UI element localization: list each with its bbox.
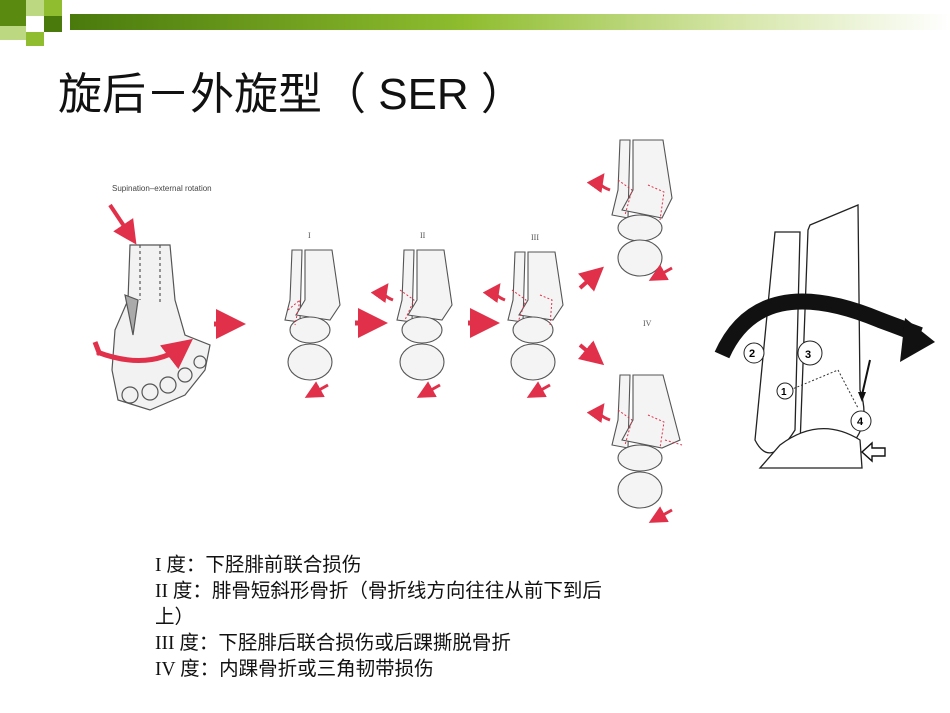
- top-decoration: [0, 0, 950, 46]
- header-gradient-band: [70, 14, 950, 30]
- fracture-mark: [617, 409, 683, 449]
- rotation-arrow: [304, 381, 329, 398]
- fracture-mark: [399, 289, 415, 321]
- stage-4a-ankle: [611, 139, 673, 277]
- stage-label-2: II: [420, 231, 426, 240]
- pointer-arrowhead: [858, 392, 866, 402]
- fracture-mark: [511, 289, 553, 326]
- ligament-marker-2: [743, 342, 765, 364]
- stage-arrow: [578, 266, 604, 292]
- deco-square: [0, 0, 26, 26]
- ligament-marker-4: [850, 410, 872, 432]
- ligament-number-4: 4: [857, 416, 864, 428]
- title-main: 旋后－外旋型（: [58, 69, 366, 120]
- hollow-arrow: [860, 441, 886, 463]
- fracture-mark: [287, 298, 301, 326]
- rotation-arrow: [586, 173, 611, 193]
- diagram-caption: Supination–external rotation: [112, 184, 212, 193]
- ligament-marker-1: [776, 382, 794, 400]
- title-latin: SER: [366, 70, 481, 119]
- title-end: ）: [480, 69, 525, 120]
- pointer-arrow: [861, 359, 871, 396]
- ligament-number-3: 3: [805, 349, 811, 361]
- stage-3-ankle: [507, 251, 564, 381]
- ankle-foot-illustration: [111, 244, 211, 411]
- rotation-arrow: [482, 283, 506, 303]
- rotation-arrow: [586, 403, 611, 423]
- fracture-mark: [617, 179, 665, 221]
- rotation-arrow: [416, 381, 441, 398]
- deco-square: [0, 26, 26, 40]
- stage-4b-ankle: [611, 374, 681, 509]
- stage-desc-2-cont: 上）: [155, 607, 195, 628]
- rotation-arrow: [526, 381, 551, 398]
- stage-label-1: I: [308, 231, 311, 240]
- deco-square: [26, 0, 44, 16]
- force-arrow: [108, 203, 137, 245]
- rotation-arrow: [714, 293, 923, 359]
- deco-square: [44, 0, 62, 16]
- stage-desc-3: III 度：下胫腓后联合损伤或后踝撕脱骨折: [155, 633, 511, 654]
- stage-desc-2: II 度：腓骨短斜形骨折（骨折线方向往往从前下到后: [155, 581, 602, 602]
- ligament-marker-3: [797, 340, 823, 366]
- ankle-schematic: [754, 204, 865, 469]
- stage-desc-4: IV 度：内踝骨折或三角韧带损伤: [155, 659, 434, 680]
- slide-title: 旋后－外旋型（ SER ）: [58, 58, 525, 122]
- stage-1-ankle: [284, 249, 341, 381]
- stage-label-3: III: [531, 233, 539, 242]
- stage-desc-1: I 度：下胫腓前联合损伤: [155, 555, 362, 576]
- stage-label-4: IV: [643, 319, 652, 328]
- rotation-arrowhead: [900, 318, 935, 362]
- ligament-number-1: 1: [781, 387, 787, 398]
- syndesmosis-line: [789, 369, 859, 409]
- stage-2-ankle: [396, 249, 453, 381]
- rotation-arrow: [370, 283, 394, 303]
- deco-square: [26, 32, 44, 46]
- stage-arrow: [578, 340, 605, 366]
- rotation-arrow: [92, 341, 103, 356]
- rotation-arrow: [96, 338, 193, 370]
- deco-square: [44, 16, 62, 32]
- rotation-arrow: [648, 264, 673, 281]
- ser-ankle-diagram: Supination–external rotation I II III IV: [92, 139, 935, 523]
- stage-descriptions: I 度：下胫腓前联合损伤 II 度：腓骨短斜形骨折（骨折线方向往往从前下到后 上…: [155, 553, 775, 683]
- deco-square: [26, 16, 44, 32]
- ligament-number-2: 2: [749, 348, 755, 360]
- rotation-arrow: [648, 506, 673, 523]
